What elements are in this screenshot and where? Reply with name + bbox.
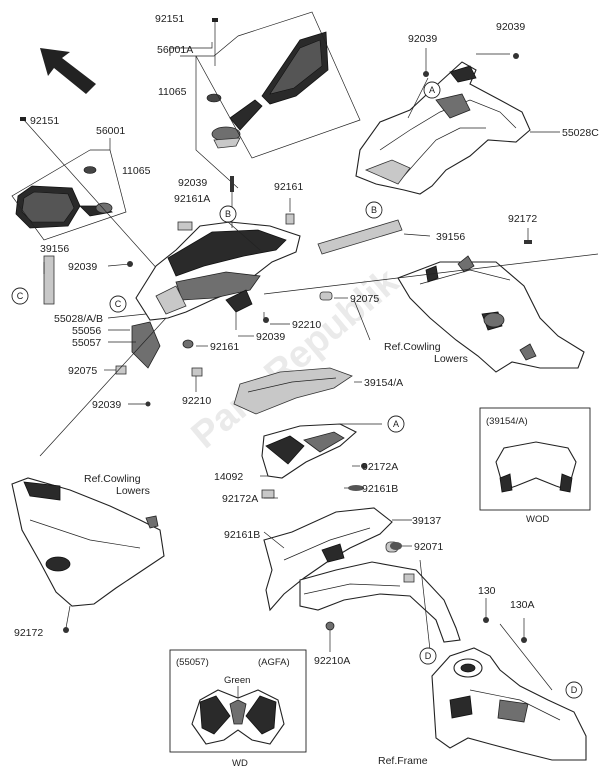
ref-circle-D-right: D bbox=[565, 681, 583, 699]
label-92075-left: 92075 bbox=[68, 365, 97, 377]
label-92039-left: 92039 bbox=[68, 261, 97, 273]
svg-text:A: A bbox=[393, 419, 399, 429]
label-92151-left: 92151 bbox=[30, 115, 59, 127]
label-92151-top: 92151 bbox=[155, 13, 184, 25]
label-92039-low: 92039 bbox=[92, 399, 121, 411]
cowling-lower-left bbox=[11, 477, 165, 607]
label-ref-cowling-lowers-left-2: Lowers bbox=[116, 485, 150, 497]
inset-bottom-caption: WD bbox=[232, 758, 248, 769]
svg-text:D: D bbox=[571, 685, 578, 695]
svg-text:C: C bbox=[115, 299, 122, 309]
inset-right-caption: WOD bbox=[526, 514, 549, 525]
meter-cover-14092 bbox=[261, 423, 357, 499]
stay-bracket-39137 bbox=[263, 507, 525, 643]
label-55056: 55056 bbox=[72, 325, 101, 337]
label-56001: 56001 bbox=[96, 125, 125, 137]
label-92210-mid: 92210 bbox=[292, 319, 321, 331]
label-92039-mid: 92039 bbox=[178, 177, 207, 189]
svg-text:A: A bbox=[429, 85, 435, 95]
cowling-lower-right bbox=[397, 255, 585, 373]
frame-reference bbox=[431, 647, 587, 761]
inset-bottom-right: (AGFA) bbox=[258, 657, 290, 668]
svg-text:B: B bbox=[371, 205, 377, 215]
trim-39156-right bbox=[317, 219, 403, 255]
label-130A: 130A bbox=[510, 599, 535, 611]
svg-text:C: C bbox=[17, 291, 24, 301]
part-labels: 92151 56001A 11065 92151 56001 11065 920… bbox=[14, 13, 599, 767]
svg-text:B: B bbox=[225, 209, 231, 219]
label-92161-mid: 92161 bbox=[210, 341, 239, 353]
label-92161A: 92161A bbox=[174, 193, 210, 205]
label-92161B-2: 92161B bbox=[224, 529, 260, 541]
ref-circle-B-right: B bbox=[365, 201, 383, 219]
label-55057: 55057 bbox=[72, 337, 101, 349]
label-11065-left: 11065 bbox=[122, 165, 151, 177]
mirror-right-assembly bbox=[169, 11, 361, 189]
inset-windshield-wod: (39154/A) WOD bbox=[479, 407, 591, 525]
label-39156-right: 39156 bbox=[436, 231, 465, 243]
label-ref-cowling-lowers-right-2: Lowers bbox=[434, 353, 468, 365]
inset-bottom-left: (55057) bbox=[176, 657, 209, 668]
label-92172-right: 92172 bbox=[508, 213, 537, 225]
label-92039-center: 92039 bbox=[256, 331, 285, 343]
label-39137: 39137 bbox=[412, 515, 441, 527]
label-92161B-1: 92161B bbox=[362, 483, 398, 495]
label-92039-tr2: 92039 bbox=[496, 21, 525, 33]
ref-circle-A-mid: A bbox=[387, 415, 405, 433]
label-ref-cowling-lowers-right-1: Ref.Cowling bbox=[384, 341, 441, 353]
inset-right-title: (39154/A) bbox=[486, 416, 528, 427]
inner-panel-55028C bbox=[355, 48, 531, 195]
leader-lines bbox=[39, 77, 599, 691]
ref-circle-D-mid: D bbox=[419, 647, 437, 665]
inset-panel-55057: (55057) (AGFA) Green WD bbox=[169, 649, 307, 769]
inset-bottom-green: Green bbox=[224, 675, 250, 686]
ref-circle-A-top: A bbox=[423, 81, 441, 99]
label-55028AB: 55028/A/B bbox=[54, 313, 103, 325]
fasteners bbox=[63, 53, 532, 643]
label-92075-right: 92075 bbox=[350, 293, 379, 305]
label-14092: 14092 bbox=[214, 471, 243, 483]
label-92071: 92071 bbox=[414, 541, 443, 553]
ref-circle-C-mid: C bbox=[109, 295, 127, 313]
upper-cowl-inner-panel bbox=[115, 213, 333, 377]
ref-circle-B-top: B bbox=[219, 205, 237, 223]
label-ref-cowling-lowers-left-1: Ref.Cowling bbox=[84, 473, 141, 485]
label-ref-frame: Ref.Frame bbox=[378, 755, 428, 767]
label-92172-low: 92172 bbox=[14, 627, 43, 639]
label-130: 130 bbox=[478, 585, 496, 597]
mirror-left-assembly bbox=[11, 117, 161, 273]
windshield-39154A bbox=[233, 367, 353, 415]
label-39154A: 39154/A bbox=[364, 377, 403, 389]
label-11065-top: 11065 bbox=[158, 86, 187, 98]
ref-circle-C-left: C bbox=[11, 287, 29, 305]
label-39156-left: 39156 bbox=[40, 243, 69, 255]
label-92210A: 92210A bbox=[314, 655, 350, 667]
svg-text:D: D bbox=[425, 651, 432, 661]
front-direction-arrow-icon bbox=[40, 48, 96, 94]
label-55028C: 55028C bbox=[562, 127, 599, 139]
label-92210-low: 92210 bbox=[182, 395, 211, 407]
label-92039-tr1: 92039 bbox=[408, 33, 437, 45]
label-92172A-1: 92172A bbox=[362, 461, 398, 473]
label-92172A-2: 92172A bbox=[222, 493, 258, 505]
label-56001A: 56001A bbox=[157, 44, 193, 56]
trim-39156-left bbox=[43, 255, 55, 305]
label-92161-top: 92161 bbox=[274, 181, 303, 193]
